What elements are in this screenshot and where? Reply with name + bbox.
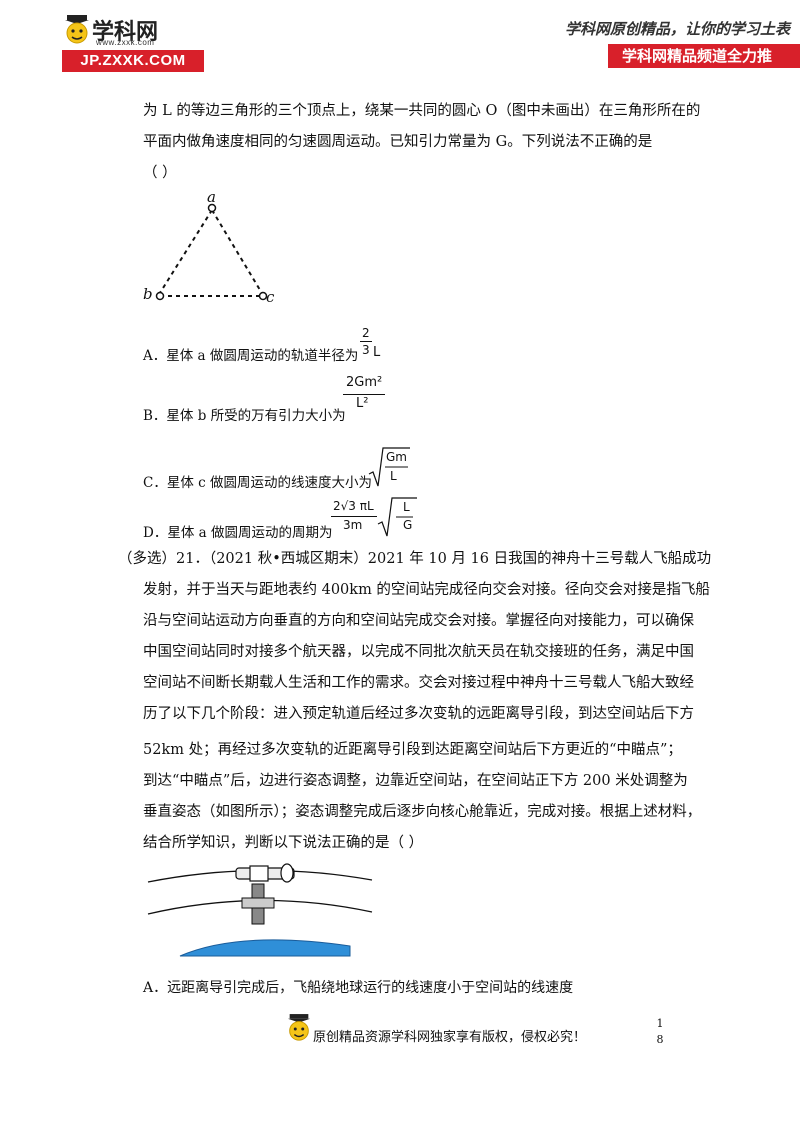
option-c: C．星体 c 做圆周运动的线速度大小为 bbox=[143, 475, 372, 491]
triangle-figure bbox=[138, 188, 288, 308]
option-d-root-numerator: L bbox=[403, 500, 410, 514]
footer-copyright: 原创精品资源学科网独家享有版权，侵权必究！ bbox=[313, 1030, 587, 1045]
q20-line-2: 平面内做角速度相同的匀速圆周运动。已知引力常量为 G。下列说法不正确的是 bbox=[143, 134, 653, 150]
option-d-fraction-bar bbox=[331, 516, 377, 517]
logo-url-badge: JP.ZXXK.COM bbox=[62, 50, 204, 72]
header-banner: 学科网精品频道全力推 bbox=[608, 44, 800, 68]
q20-bracket: （ ） bbox=[143, 165, 177, 181]
vertex-label-a: a bbox=[207, 188, 216, 206]
docking-figure bbox=[140, 858, 380, 958]
option-c-denominator: L bbox=[390, 469, 397, 483]
q21-line-4: 中国空间站同时对接多个航天器，以完成不同批次航天员在轨交接班的任务，满足中国 bbox=[143, 644, 694, 660]
option-d: D．星体 a 做圆周运动的周期为 bbox=[143, 525, 333, 541]
q21-line-8: 到达“中瞄点”后，边进行姿态调整，边靠近空间站，在空间站正下方 200 米处调整… bbox=[143, 773, 688, 789]
q21-line-3: 沿与空间站运动方向垂直的方向和空间站完成交会对接。掌握径向对接能力，可以确保 bbox=[143, 613, 694, 629]
q21-line-1: （多选）21．（2021 秋•西城区期末）2021 年 10 月 16 日我国的… bbox=[118, 551, 712, 567]
brand-name: 学科网 bbox=[92, 19, 159, 44]
page-number: 1 8 bbox=[652, 1016, 668, 1048]
option-a-fraction-bar bbox=[360, 341, 372, 342]
q21-option-a: A．远距离导引完成后，飞船绕地球运行的线速度小于空间站的线速度 bbox=[143, 980, 574, 996]
brand-mascot-icon bbox=[62, 14, 92, 48]
option-a-numerator: 2 bbox=[362, 326, 370, 340]
page-number-digit-1: 1 bbox=[656, 1017, 664, 1030]
option-d-root-denominator: G bbox=[403, 518, 413, 532]
q21-line-9: 垂直姿态（如图所示）；姿态调整完成后逐步向核心舱靠近，完成对接。根据上述材料， bbox=[143, 804, 702, 820]
vertex-label-c: c bbox=[266, 288, 275, 306]
option-d-sqrt-icon bbox=[377, 496, 419, 542]
page-number-digit-2: 8 bbox=[656, 1033, 664, 1046]
q21-line-5: 空间站不间断长期载人生活和工作的需求。交会对接过程中神舟十三号载人飞船大致经 bbox=[143, 675, 694, 691]
option-b-denominator: L² bbox=[356, 396, 369, 411]
q21-line-6: 历了以下几个阶段：进入预定轨道后经过多次变轨的远距离导引段，到达空间站后下方 bbox=[143, 706, 694, 722]
q21-line-10: 结合所学知识，判断以下说法正确的是（ ） bbox=[143, 835, 424, 851]
option-d-numerator: 2√3 πL bbox=[333, 499, 374, 513]
option-c-numerator: Gm bbox=[386, 450, 407, 464]
option-a-denominator: 3 bbox=[362, 343, 370, 357]
footer-mascot-icon bbox=[285, 1012, 313, 1046]
option-b-numerator: 2Gm² bbox=[346, 375, 383, 390]
q21-line-2: 发射，并于当天与距地表约 400km 的空间站完成径向交会对接。径向交会对接是指… bbox=[143, 582, 710, 598]
header-slogan: 学科网原创精品，让你的学习土表 bbox=[565, 20, 791, 38]
brand-url: www.zxxk.com bbox=[96, 38, 155, 47]
option-d-denominator: 3m bbox=[343, 518, 363, 532]
q21-line-7: 52km 处；再经过多次变轨的近距离导引段到达距离空间站后下方更近的“中瞄点”； bbox=[143, 742, 682, 758]
option-a-tail: L bbox=[373, 345, 381, 360]
option-b-fraction-bar bbox=[343, 394, 385, 395]
option-c-sqrt-icon bbox=[368, 446, 412, 492]
vertex-label-b: b bbox=[143, 285, 153, 303]
option-b: B．星体 b 所受的万有引力大小为 bbox=[143, 408, 346, 424]
q20-line-1: 为 L 的等边三角形的三个顶点上，绕某一共同的圆心 O（图中未画出）在三角形所在… bbox=[143, 103, 701, 119]
option-a: A．星体 a 做圆周运动的轨道半径为 bbox=[143, 348, 359, 364]
